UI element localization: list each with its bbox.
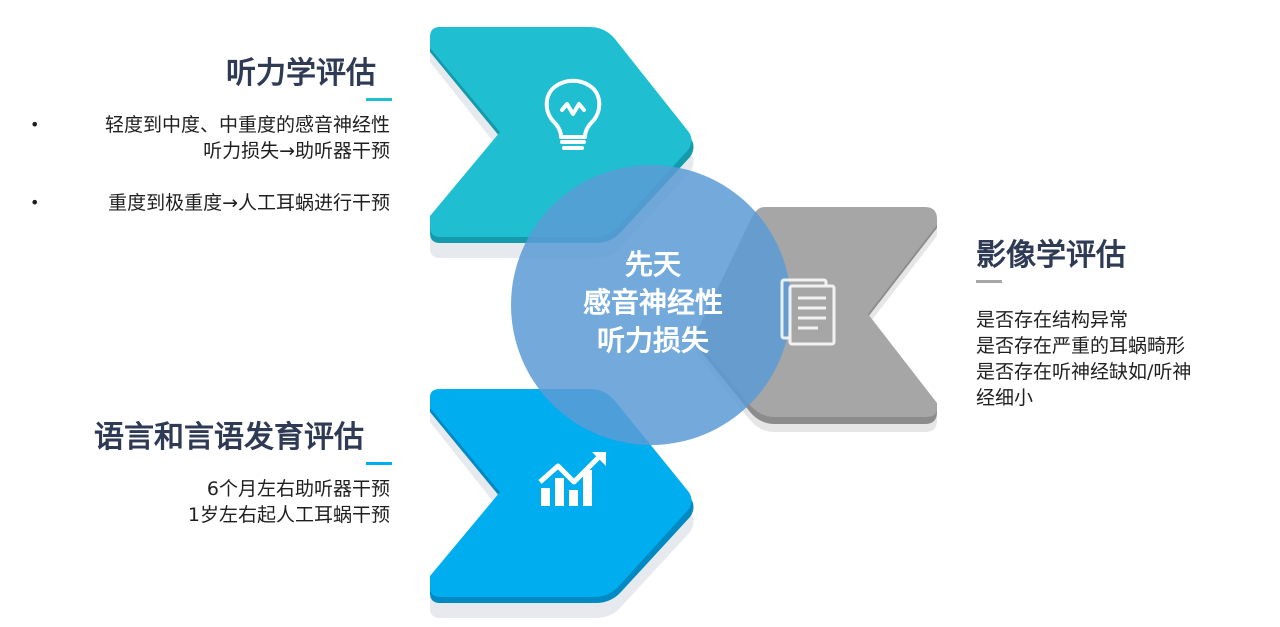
center-line-1: 先天	[624, 248, 681, 281]
audiology-item-1-line-2: 听力损失→助听器干预	[203, 140, 390, 162]
speech-line-1: 6个月左右助听器干预	[206, 478, 390, 500]
center-label: 先天 感音神经性 听力损失	[513, 246, 793, 360]
lightbulb-icon	[544, 78, 602, 150]
audiology-title: 听力学评估	[226, 56, 376, 91]
audiology-item-1: 轻度到中度、中重度的感音神经性 听力损失→助听器干预	[40, 112, 390, 164]
center-line-3: 听力损失	[596, 324, 709, 357]
center-line-2: 感音神经性	[582, 286, 723, 319]
bullet-marker: •	[30, 115, 40, 134]
center-circle	[511, 165, 791, 445]
bullet-marker: •	[30, 193, 40, 212]
audiology-title-underline	[366, 98, 392, 101]
speech-text: 6个月左右助听器干预 1岁左右起人工耳蜗干预	[40, 476, 390, 528]
audiology-item-1-line-1: 轻度到中度、中重度的感音神经性	[104, 114, 390, 136]
speech-title-underline	[366, 462, 392, 465]
imaging-text: 是否存在结构异常 是否存在严重的耳蜗畸形 是否存在听神经缺如/听神 经细小	[976, 307, 1191, 411]
document-icon	[780, 278, 836, 346]
speech-line-2: 1岁左右起人工耳蜗干预	[187, 504, 390, 526]
imaging-line-2: 是否存在严重的耳蜗畸形	[976, 335, 1186, 357]
growth-chart-icon	[538, 452, 606, 506]
imaging-line-1: 是否存在结构异常	[976, 309, 1129, 331]
speech-title: 语言和言语发育评估	[94, 420, 364, 455]
imaging-line-3: 是否存在听神经缺如/听神	[976, 361, 1192, 383]
audiology-item-2: 重度到极重度→人工耳蜗进行干预	[108, 192, 390, 214]
imaging-title: 影像学评估	[976, 238, 1126, 273]
imaging-line-4: 经细小	[976, 387, 1034, 409]
imaging-title-underline	[976, 280, 1002, 283]
